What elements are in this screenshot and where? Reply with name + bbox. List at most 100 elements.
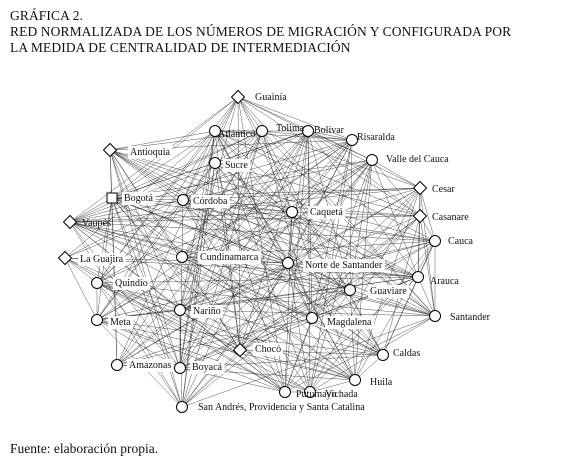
node-meta — [91, 314, 103, 326]
edge-guainia-cordoba — [182, 96, 239, 201]
node-label-bg-laguajira — [78, 253, 126, 266]
node-label-casanare: Casanare — [432, 212, 469, 223]
node-label-cordoba: Córdoba — [193, 196, 228, 207]
edge-guaviare-putumayo — [284, 289, 351, 393]
node-amazonas — [111, 359, 123, 371]
edge-arauca-narino — [179, 276, 419, 311]
edge-narino-amazonas — [116, 309, 181, 366]
edge-caqueta-nortesantander — [287, 211, 293, 264]
edge-valle-arauca — [371, 159, 419, 278]
edge-casanare-sanandres — [181, 215, 421, 408]
edge-quindio-boyaca — [96, 282, 181, 369]
edge-laguajira-quindio — [64, 257, 98, 284]
edge-casanare-arauca — [417, 215, 421, 278]
edge-sucre-cordoba — [182, 162, 216, 201]
edge-guaviare-choco — [239, 289, 351, 351]
edge-bolivar-vaupes — [69, 130, 309, 223]
edge-vaupes-magdalena — [69, 221, 313, 319]
edge-caqueta-huila — [291, 211, 356, 381]
edge-cordoba-caldas — [182, 199, 384, 356]
node-label-bg-bogota — [122, 192, 156, 205]
figure-title-line-1: RED NORMALIZADA DE LOS NÚMEROS DE MIGRAC… — [10, 24, 512, 39]
edge-vaupes-cundinamarca — [69, 221, 183, 258]
edge-risaralda-quindio — [96, 139, 353, 284]
node-label-narino: Nariño — [193, 306, 221, 317]
node-huila — [349, 374, 361, 386]
node-arauca — [412, 271, 424, 283]
node-label-bg-guaviare — [368, 285, 410, 298]
node-label-bg-choco — [253, 343, 284, 356]
edge-cauca-huila — [354, 240, 436, 381]
edge-bolivar-nortesantander — [287, 130, 309, 264]
edge-choco-putumayo — [239, 349, 286, 393]
edge-santander-sanandres — [181, 315, 436, 408]
node-santander — [429, 310, 441, 322]
edge-cordoba-cundinamarca — [181, 199, 184, 258]
edge-vaupes-cauca — [69, 221, 436, 242]
edge-valle-bogota — [111, 159, 373, 199]
edge-atlantico-cordoba — [182, 130, 216, 201]
edge-nortesantander-choco — [239, 262, 289, 351]
edge-nortesantander-vichada — [287, 262, 311, 393]
edge-bolivar-narino — [179, 130, 309, 311]
edge-guainia-cesar — [237, 96, 421, 189]
edge-bogota-quindio — [96, 197, 113, 284]
node-label-bg-nortesantander — [303, 259, 385, 272]
figure-number: GRÁFICA 2. — [10, 8, 84, 23]
edge-tolima-cesar — [261, 130, 421, 189]
node-label-vichada: Vichada — [325, 389, 358, 400]
node-laguajira — [57, 250, 73, 266]
node-antioquia — [102, 142, 118, 158]
node-label-cundinamarca: Cundinamarca — [200, 252, 259, 263]
node-label-bg-quindio — [113, 277, 150, 290]
edge-cesar-nortesantander — [287, 187, 421, 264]
edge-valle-cordoba — [182, 159, 373, 201]
node-guainia — [230, 89, 246, 105]
edge-valle-vichada — [309, 159, 373, 393]
node-label-bg-sucre — [223, 159, 251, 172]
node-casanare — [412, 208, 428, 224]
node-label-risaralda: Risaralda — [357, 132, 395, 143]
node-label-laguajira: La Guajira — [80, 254, 124, 265]
edge-caqueta-arauca — [291, 211, 419, 278]
edge-guaviare-boyaca — [179, 289, 351, 369]
edge-cesar-bogota — [111, 187, 421, 199]
node-quindio — [91, 277, 103, 289]
edge-atlantico-bogota — [111, 130, 216, 199]
edge-cauca-boyaca — [179, 240, 436, 369]
node-vaupes — [62, 214, 78, 230]
edge-narino-sanandres — [179, 309, 183, 408]
edge-caqueta-caldas — [291, 211, 384, 356]
edge-casanare-vaupes — [69, 215, 421, 223]
edge-bogota-putumayo — [111, 197, 286, 393]
edge-tolima-bogota — [111, 130, 263, 199]
edge-cundinamarca-choco — [181, 256, 241, 351]
edge-antioquia-narino — [109, 149, 181, 311]
node-label-vaupes: Vaupés — [82, 218, 111, 229]
node-label-valle: Valle del Cauca — [386, 154, 449, 165]
node-label-bg-amazonas — [127, 359, 174, 372]
edge-magdalena-caldas — [311, 317, 384, 356]
edge-santander-vichada — [309, 315, 436, 393]
edge-sucre-meta — [96, 162, 216, 321]
node-label-nortesantander: Norte de Santander — [305, 260, 383, 271]
edge-cordoba-meta — [96, 199, 184, 321]
edge-bogota-cundinamarca — [111, 197, 183, 258]
node-label-santander: Santander — [450, 312, 491, 323]
node-boyaca — [174, 362, 186, 374]
node-bolivar — [302, 125, 314, 137]
node-label-antioquia: Antioquia — [130, 147, 171, 158]
node-label-magdalena: Magdalena — [327, 317, 372, 328]
edge-huila-vichada — [309, 379, 356, 393]
edge-quindio-huila — [96, 282, 356, 381]
edge-bogota-vaupes — [69, 197, 113, 223]
edge-meta-putumayo — [96, 319, 286, 393]
node-label-arauca: Arauca — [430, 276, 459, 287]
edge-caldas-huila — [354, 354, 384, 381]
edge-atlantico-huila — [214, 130, 356, 381]
edge-cordoba-vaupes — [69, 199, 184, 223]
edge-tolima-cundinamarca — [181, 130, 263, 258]
figure-source: Fuente: elaboración propia. — [10, 441, 159, 456]
figure-title: GRÁFICA 2. RED NORMALIZADA DE LOS NÚMERO… — [10, 8, 570, 56]
